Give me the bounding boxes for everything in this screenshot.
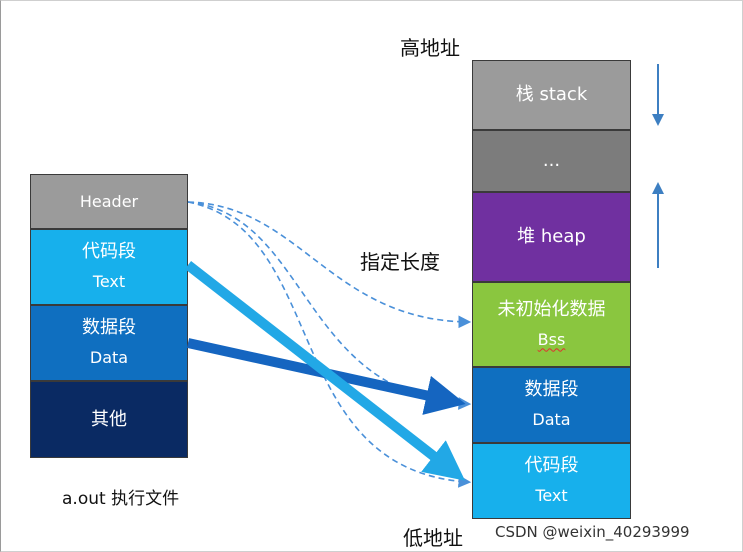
header-to-bss-dashed-arrow: [187, 201, 472, 329]
specified-length-annotation: 指定长度: [360, 250, 440, 274]
file-header-label: Header: [79, 191, 139, 211]
text-segment-load-arrow: [184, 261, 466, 481]
memory-data-title: 数据段: [524, 379, 579, 400]
header-to-data-dashed-arrow: [187, 201, 472, 410]
file-data-sub: Data: [89, 348, 129, 367]
header-to-text-dashed-arrow: [187, 201, 472, 488]
memory-text-segment: 代码段 Text: [472, 443, 631, 519]
memory-data-sub: Data: [532, 410, 571, 429]
file-text-segment: 代码段 Text: [30, 229, 188, 305]
file-header-segment: Header: [30, 174, 188, 229]
file-other-segment: 其他: [30, 381, 188, 458]
memory-text-sub: Text: [535, 486, 568, 505]
file-text-sub: Text: [92, 272, 126, 291]
watermark: CSDN @weixin_40293999: [495, 523, 690, 541]
memory-stack-segment: 栈 stack: [472, 60, 631, 130]
low-address-label: 低地址: [403, 526, 463, 550]
memory-gap-label: ...: [542, 150, 561, 171]
memory-bss-segment: 未初始化数据 Bss: [472, 282, 631, 367]
memory-heap-segment: 堆 heap: [472, 192, 631, 282]
file-caption: a.out 执行文件: [62, 489, 180, 509]
memory-text-title: 代码段: [524, 455, 579, 476]
file-data-segment: 数据段 Data: [30, 305, 188, 381]
memory-gap-segment: ...: [472, 130, 631, 192]
memory-bss-sub: Bss: [537, 329, 566, 349]
memory-bss-title: 未初始化数据: [497, 298, 606, 320]
high-address-label: 高地址: [400, 36, 460, 60]
memory-stack-label: 栈 stack: [515, 84, 588, 105]
file-other-label: 其他: [91, 408, 127, 430]
memory-data-segment: 数据段 Data: [472, 367, 631, 443]
memory-heap-label: 堆 heap: [517, 226, 586, 247]
file-data-title: 数据段: [82, 317, 136, 338]
file-text-title: 代码段: [82, 241, 136, 262]
